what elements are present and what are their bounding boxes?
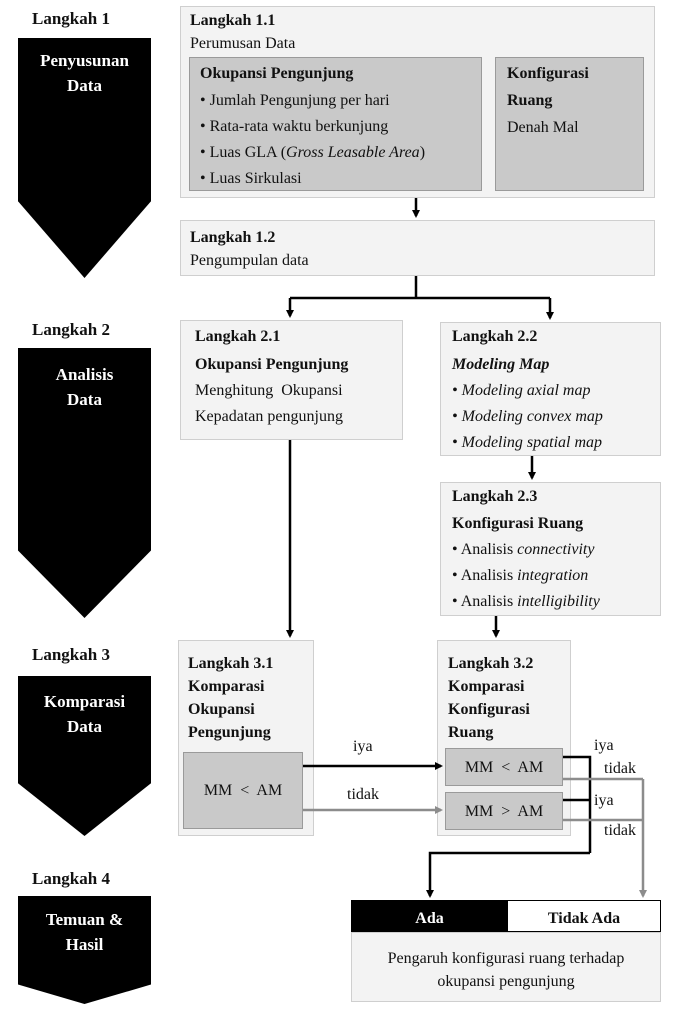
occupancy-item-text: Jumlah Pengunjung per hari <box>209 92 390 109</box>
step-2-1-line1: Menghitung Okupansi <box>195 382 343 399</box>
arrow-to-ada <box>426 851 590 898</box>
step-2-2-item-text: Modeling spatial map <box>461 434 603 451</box>
step2-arrow: Analisis Data <box>18 348 151 618</box>
edge-label-iya: iya <box>594 737 614 754</box>
step-2-3-prefix: Analisis <box>460 541 514 558</box>
step1-label: Langkah 1 <box>32 9 110 28</box>
step-2-3-item: • Analisis integration <box>452 567 589 584</box>
comparison-config-text-1: MM < AM <box>464 759 544 776</box>
step-1-1-title: Langkah 1.1 <box>190 12 276 29</box>
config-box <box>495 57 644 191</box>
step-2-3-prefix: Analisis <box>460 567 514 584</box>
gla-italic: Gross Leasable Area <box>286 144 420 161</box>
gla-prefix: Luas GLA ( <box>209 144 287 161</box>
step4-label: Langkah 4 <box>32 869 110 888</box>
step-2-2-item: • Modeling convex map <box>452 408 603 425</box>
step-2-1-box <box>180 320 403 440</box>
step2-arrow-line1: Analisis <box>55 365 114 384</box>
config-item: Denah Mal <box>507 119 579 136</box>
step-2-3-item: • Analisis connectivity <box>452 541 595 558</box>
step-1-2-subtitle: Pengumpulan data <box>190 252 309 269</box>
occupancy-title: Okupansi Pengunjung <box>200 65 354 82</box>
step3-arrow-line1: Komparasi <box>43 692 126 711</box>
step-2-2-subtitle: Modeling Map <box>452 356 550 373</box>
step-2-3-title: Langkah 2.3 <box>452 488 538 505</box>
step-2-2-box <box>440 322 661 456</box>
comparison-config-text-2: MM > AM <box>464 803 544 820</box>
edge-label-iya: iya <box>594 792 614 809</box>
step-3-2-line1: Komparasi <box>448 678 525 695</box>
config-title-line1: Konfigurasi <box>507 65 589 82</box>
step-2-3-item-text: integration <box>517 567 589 584</box>
occupancy-item-text: Rata-rata waktu berkunjung <box>209 118 389 135</box>
result-body-box <box>351 932 661 1002</box>
result-tidak-ada-header <box>507 900 661 932</box>
result-tidak-ada-label: Tidak Ada <box>547 910 621 927</box>
result-ada-header <box>351 900 508 932</box>
occupancy-item: • Luas Sirkulasi <box>200 170 302 187</box>
step4-arrow-line2: Hasil <box>65 935 104 954</box>
result-line2: okupansi pengunjung <box>437 973 575 990</box>
step-1-1-subtitle: Perumusan Data <box>190 35 296 52</box>
step-3-1-line1: Komparasi <box>188 678 265 695</box>
step-1-2-box <box>180 220 655 276</box>
step4-arrow: Temuan & Hasil <box>18 896 151 1004</box>
step-2-3-subtitle: Konfigurasi Ruang <box>452 515 584 532</box>
step-2-3-box <box>440 482 661 616</box>
step-2-1-subtitle: Okupansi Pengunjung <box>195 356 349 373</box>
step-2-3-item: • Analisis intelligibility <box>452 593 600 610</box>
result-ada-label: Ada <box>415 910 444 927</box>
step3-label: Langkah 3 <box>32 645 110 664</box>
step4-arrow-line1: Temuan & <box>45 910 124 929</box>
occupancy-box <box>189 57 482 191</box>
step-3-2-title: Langkah 3.2 <box>448 655 534 672</box>
step-2-2-title: Langkah 2.2 <box>452 328 538 345</box>
step-2-2-item: • Modeling spatial map <box>452 434 603 451</box>
config-title-line2: Ruang <box>507 92 553 109</box>
edge-label-tidak: tidak <box>604 822 636 839</box>
edge-label-tidak: tidak <box>347 786 379 803</box>
step-2-2-item-text: Modeling axial map <box>461 382 591 399</box>
step-2-3-item-text: intelligibility <box>517 593 600 610</box>
step3-arrow-line2: Data <box>67 717 102 736</box>
step2-arrow-line2: Data <box>67 390 102 409</box>
occupancy-item-text: Luas Sirkulasi <box>209 170 302 187</box>
comparison-config-box-1 <box>445 748 563 786</box>
line-iya-cmp1 <box>563 755 592 853</box>
occupancy-item: • Luas GLA (Gross Leasable Area) <box>200 144 426 161</box>
gla-suffix: ) <box>419 144 426 161</box>
step-3-1-title: Langkah 3.1 <box>188 655 274 672</box>
comparison-occupancy-box <box>183 752 303 829</box>
step-2-1-line2: Kepadatan pengunjung <box>195 408 343 425</box>
comparison-occupancy-text: MM < AM <box>203 782 283 799</box>
step-3-1-line2: Okupansi <box>188 701 255 718</box>
step2-label: Langkah 2 <box>32 320 110 339</box>
step-2-2-item: • Modeling axial map <box>452 382 591 399</box>
step-2-3-item-text: connectivity <box>517 541 595 558</box>
step-2-1-title: Langkah 2.1 <box>195 328 281 345</box>
step1-arrow-line1: Penyusunan <box>40 51 129 70</box>
edge-label-iya: iya <box>353 738 373 755</box>
step1-arrow-line2: Data <box>67 76 102 95</box>
comparison-config-box-2 <box>445 792 563 830</box>
step-3-1-line3: Pengunjung <box>188 724 271 741</box>
step-3-2-line3: Ruang <box>448 724 494 741</box>
result-line1: Pengaruh konfigurasi ruang terhadap <box>387 950 625 967</box>
step-2-3-prefix: Analisis <box>460 593 514 610</box>
step-3-2-line2: Konfigurasi <box>448 701 530 718</box>
step-2-2-item-text: Modeling convex map <box>461 408 603 425</box>
occupancy-item: • Jumlah Pengunjung per hari <box>200 92 390 109</box>
edge-label-tidak: tidak <box>604 760 636 777</box>
occupancy-item: • Rata-rata waktu berkunjung <box>200 118 389 135</box>
step-1-2-title: Langkah 1.2 <box>190 229 276 246</box>
